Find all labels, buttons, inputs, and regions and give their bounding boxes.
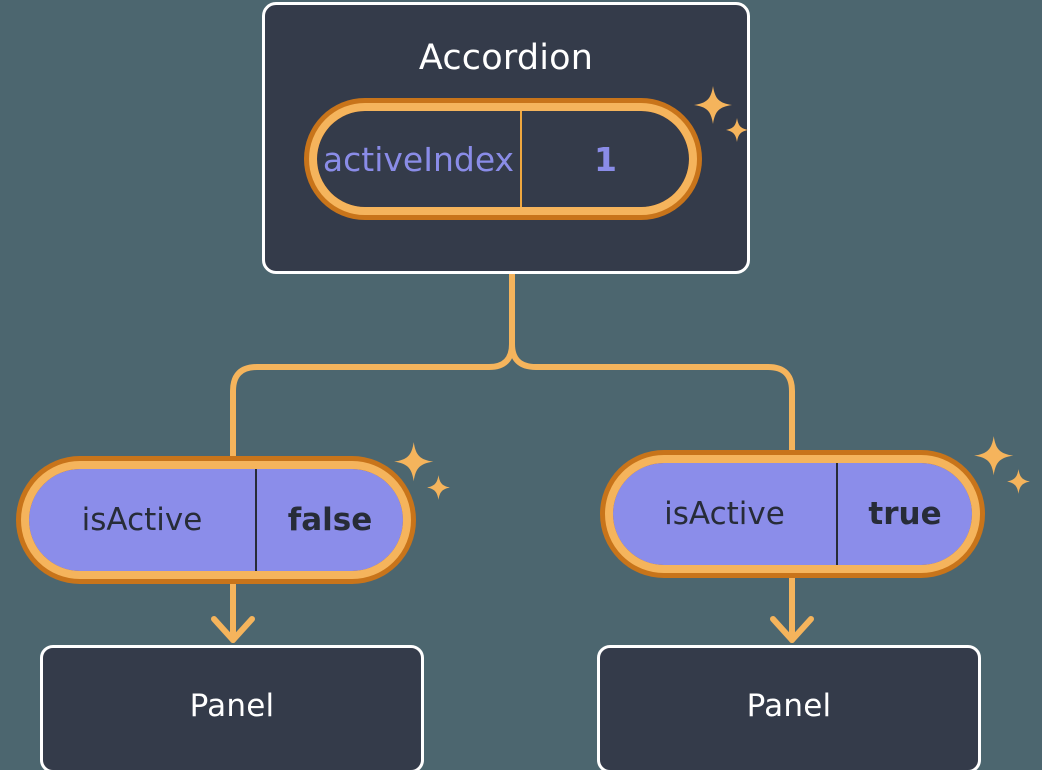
prop-key-label: isActive [613,463,838,565]
state-pill-body: activeIndex 1 [317,111,689,207]
prop-pill-body: isActive false [29,469,403,571]
prop-pill-is-active-false[interactable]: isActive false [16,456,416,584]
connector-root-split [230,271,515,459]
state-key-label: activeIndex [317,111,522,207]
state-pill-active-index[interactable]: activeIndex 1 [304,98,702,220]
connector-root-split-right [509,341,795,453]
prop-pill-body: isActive true [613,463,972,565]
prop-pill-ring: isActive true [605,455,980,573]
prop-value-label: false [287,502,373,538]
arrow-down-icon-right [770,575,814,643]
prop-pill-ring: isActive false [21,461,411,579]
component-title: Accordion [418,38,594,78]
component-title: Panel [189,688,275,724]
prop-key-label: isActive [29,469,257,571]
state-value-label: 1 [594,139,617,179]
prop-pill-is-active-true[interactable]: isActive true [600,450,985,578]
sparkle-large-icon [974,436,1030,494]
arrow-down-icon-left [211,581,255,643]
prop-value-label: true [868,496,942,532]
component-title: Panel [746,688,832,724]
component-node-panel-right[interactable]: Panel [597,645,981,770]
state-pill-ring: activeIndex 1 [309,103,697,215]
component-node-panel-left[interactable]: Panel [40,645,424,770]
